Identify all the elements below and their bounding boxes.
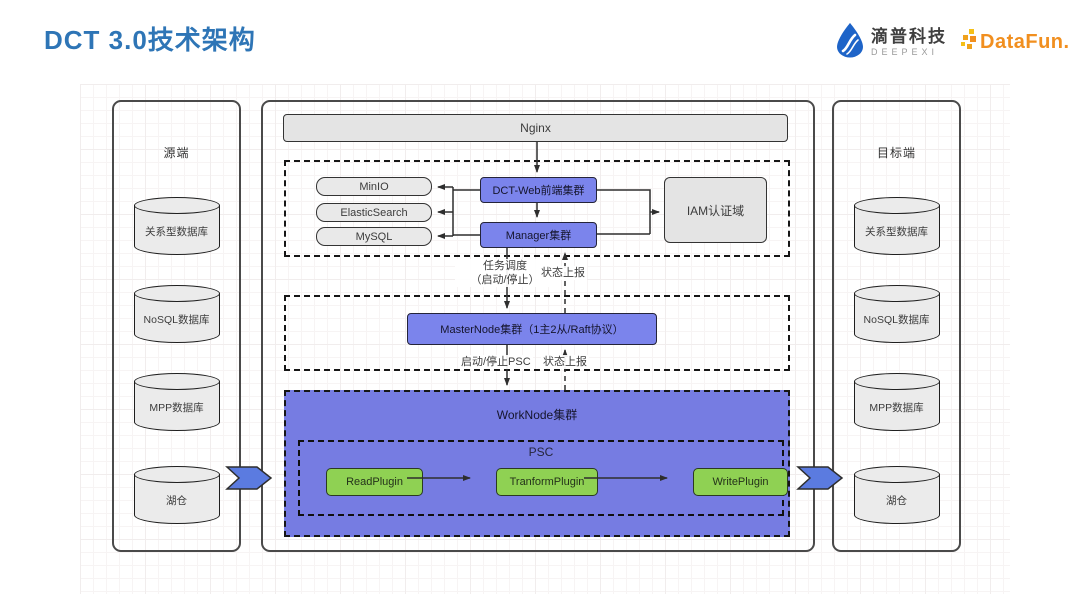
source-db-label: NoSQL数据库 <box>143 314 210 326</box>
cylinder-top <box>133 285 220 302</box>
manager-cluster-node: Manager集群 <box>480 222 597 248</box>
cylinder-top <box>853 197 940 214</box>
task-schedule-label: 任务调度 （启动/停止） <box>455 259 555 287</box>
status-report-top-label: 状态上报 <box>539 266 587 280</box>
start-stop-psc-label: 启动/停止PSC <box>459 355 533 369</box>
tranformplugin-node: TranformPlugin <box>496 468 598 496</box>
source-db-cylinder: 湖仓 <box>133 466 220 524</box>
cylinder-top <box>853 285 940 302</box>
dct-core-panel <box>261 100 815 552</box>
elasticsearch-node: ElasticSearch <box>316 203 432 222</box>
datafun-mosaic-icon <box>961 29 977 56</box>
source-db-label: 关系型数据库 <box>145 226 208 238</box>
readplugin-node: ReadPlugin <box>326 468 423 496</box>
deepexi-en-label: DEEPEXI <box>871 46 939 57</box>
target-db-cylinder: 湖仓 <box>853 466 940 524</box>
target-db-label: 湖仓 <box>886 495 907 507</box>
deepexi-logo: 滴普科技 DEEPEXI <box>836 22 947 63</box>
target-db-cylinder: NoSQL数据库 <box>853 285 940 343</box>
nginx-node: Nginx <box>283 114 788 142</box>
target-db-label: NoSQL数据库 <box>863 314 930 326</box>
writeplugin-node: WritePlugin <box>693 468 788 496</box>
worknode-label: WorkNode集群 <box>496 408 578 422</box>
header-logos: 滴普科技 DEEPEXI DataFun. <box>836 22 1070 63</box>
deepexi-drop-icon <box>836 22 864 63</box>
masternode-cluster-node: MasterNode集群（1主2从/Raft协议） <box>407 313 657 345</box>
cylinder-top <box>133 197 220 214</box>
target-db-label: MPP数据库 <box>869 402 924 414</box>
source-db-cylinder: MPP数据库 <box>133 373 220 431</box>
target-db-label: 关系型数据库 <box>865 226 928 238</box>
target-db-cylinder: 关系型数据库 <box>853 197 940 255</box>
datafun-logo: DataFun. <box>961 29 1070 56</box>
datafun-label: DataFun. <box>980 31 1070 53</box>
cylinder-top <box>853 466 940 483</box>
dct-web-cluster-node: DCT-Web前端集群 <box>480 177 597 203</box>
source-db-label: MPP数据库 <box>149 402 204 414</box>
cylinder-top <box>853 373 940 390</box>
source-db-cylinder: 关系型数据库 <box>133 197 220 255</box>
minio-node: MinIO <box>316 177 432 196</box>
deepexi-cn-label: 滴普科技 <box>871 26 947 46</box>
psc-group: PSC ReadPlugin TranformPlugin WritePlugi… <box>298 440 788 516</box>
cylinder-top <box>133 373 220 390</box>
source-db-label: 湖仓 <box>166 495 187 507</box>
source-panel: 源端 关系型数据库 NoSQL数据库 MPP数据库 湖仓 <box>112 100 241 552</box>
source-db-cylinder: NoSQL数据库 <box>133 285 220 343</box>
source-panel-label: 源端 <box>163 146 190 160</box>
psc-label: PSC <box>528 445 554 459</box>
page-title: DCT 3.0技术架构 <box>44 25 256 55</box>
status-report-bottom-label: 状态上报 <box>541 355 589 369</box>
mysql-node: MySQL <box>316 227 432 246</box>
target-db-cylinder: MPP数据库 <box>853 373 940 431</box>
cylinder-top <box>133 466 220 483</box>
target-panel-label: 目标端 <box>876 146 916 160</box>
worknode-cluster: WorkNode集群 PSC ReadPlugin TranformPlugin… <box>284 390 790 537</box>
iam-node: IAM认证域 <box>664 177 767 243</box>
target-panel: 目标端 关系型数据库 NoSQL数据库 MPP数据库 湖仓 <box>832 100 961 552</box>
master-tier-group <box>284 295 790 371</box>
